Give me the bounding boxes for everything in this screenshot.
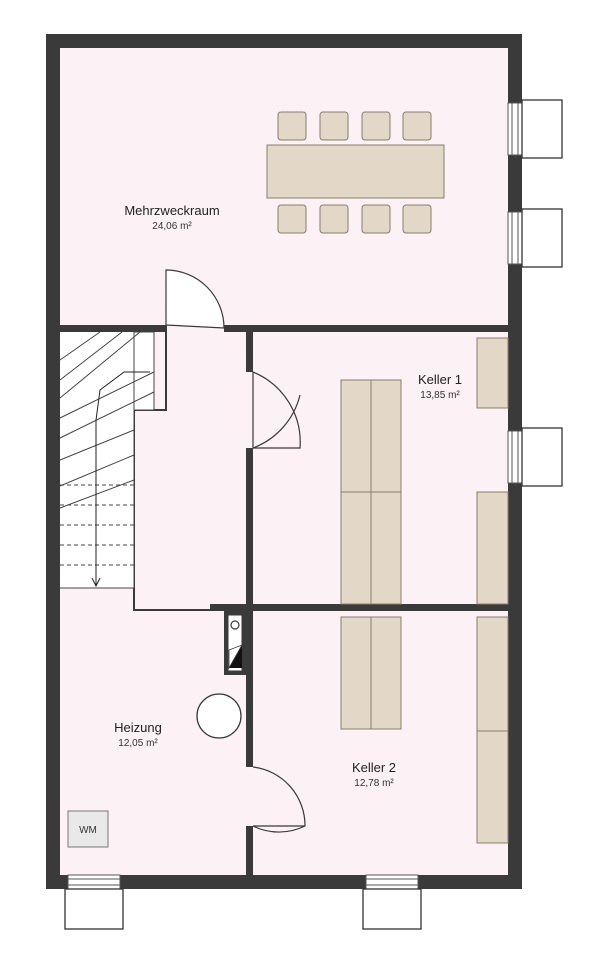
chair	[319, 204, 349, 234]
washing-machine: WM	[67, 810, 109, 848]
shelf	[340, 379, 372, 493]
room-area-heizung: 12,05 m²	[118, 738, 158, 749]
shelf	[370, 379, 402, 493]
washing-machine-label: WM	[79, 825, 97, 836]
shelves	[340, 337, 509, 844]
room-area-keller-2: 12,78 m²	[354, 778, 394, 789]
chair	[277, 111, 307, 141]
shelf	[340, 491, 372, 605]
door-keller-1	[252, 371, 301, 449]
chimney	[227, 614, 243, 672]
window-bottom-2	[362, 874, 422, 930]
windows	[64, 99, 563, 930]
window-bottom-1	[64, 874, 124, 930]
room-name-heizung: Heizung	[114, 720, 162, 735]
room-area-mehrzweckraum: 24,06 m²	[152, 221, 192, 232]
shelf	[476, 337, 509, 409]
chair	[277, 204, 307, 234]
room-area-keller-1: 13,85 m²	[420, 390, 460, 401]
chair	[319, 111, 349, 141]
chair	[361, 204, 391, 234]
staircase	[59, 331, 155, 589]
shelf	[476, 491, 509, 605]
room-labels: Mehrzweckraum 24,06 m² Keller 1 13,85 m²…	[114, 203, 462, 789]
shelf	[340, 616, 372, 730]
room-name-keller-2: Keller 2	[352, 760, 396, 775]
dining-set	[266, 111, 445, 234]
door-keller-2	[252, 766, 306, 833]
window-right-2	[507, 208, 563, 268]
room-name-mehrzweckraum: Mehrzweckraum	[124, 203, 219, 218]
chair	[361, 111, 391, 141]
window-right-1	[507, 99, 563, 159]
chair	[402, 111, 432, 141]
doors	[165, 269, 306, 833]
chair	[402, 204, 432, 234]
door-mehrzweckraum	[165, 269, 225, 329]
shelf	[476, 730, 509, 844]
room-name-keller-1: Keller 1	[418, 372, 462, 387]
heating-tank	[196, 693, 242, 739]
shelf	[476, 616, 509, 732]
shelf	[370, 616, 402, 730]
dining-table	[266, 144, 445, 199]
shelf	[370, 491, 402, 605]
window-right-3	[507, 427, 563, 487]
